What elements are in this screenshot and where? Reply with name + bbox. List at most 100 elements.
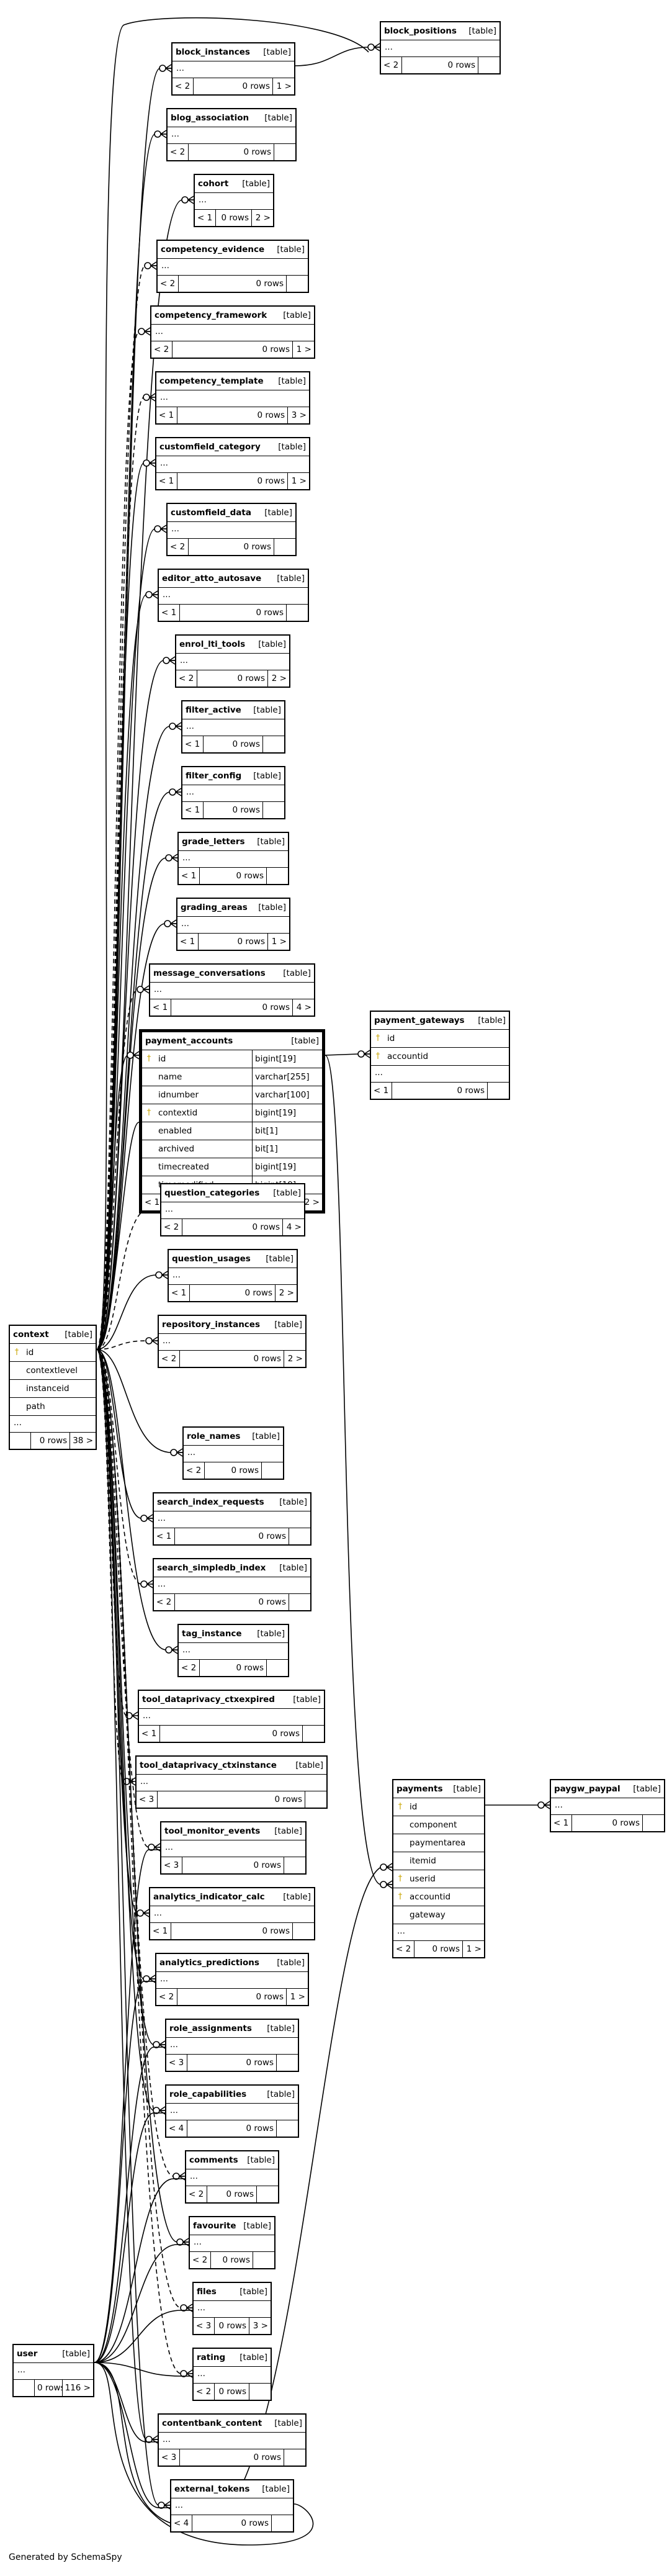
parents-count[interactable]: < 2 <box>176 670 197 687</box>
parents-count[interactable]: < 2 <box>151 341 172 358</box>
table-name[interactable]: user <box>17 2349 38 2359</box>
children-count[interactable]: 4 > <box>296 1002 311 1012</box>
table-name[interactable]: tool_monitor_events <box>164 1826 261 1836</box>
parents-count[interactable]: < 2 <box>159 1351 180 1367</box>
children-count[interactable] <box>274 539 295 555</box>
parents-count[interactable]: < 1 <box>182 802 204 818</box>
parents-count[interactable]: < 3 <box>159 2449 180 2466</box>
table-header[interactable]: analytics_predictions[table] <box>156 1954 308 1972</box>
table-header[interactable]: filter_active[table] <box>182 701 284 719</box>
children-count[interactable] <box>267 1660 288 1676</box>
table-header[interactable]: grade_letters[table] <box>179 833 288 851</box>
table-name[interactable]: competency_evidence <box>161 245 265 254</box>
table-name[interactable]: role_names <box>187 1431 241 1441</box>
table-column[interactable]: paymentarea <box>393 1834 484 1852</box>
table-header[interactable]: question_categories[table] <box>161 1184 304 1202</box>
table-column[interactable]: †id <box>393 1798 484 1816</box>
children-count[interactable]: 2 > <box>304 1197 320 1207</box>
table-header[interactable]: message_conversations[table] <box>150 965 314 983</box>
parents-count[interactable]: < 1 <box>551 1815 572 1831</box>
table-column[interactable]: itemid <box>393 1852 484 1870</box>
table-header[interactable]: competency_template[table] <box>156 372 309 390</box>
table-name[interactable]: question_usages <box>172 1254 251 1264</box>
children-count[interactable] <box>284 1857 305 1873</box>
children-count[interactable] <box>287 276 308 292</box>
table-header[interactable]: role_capabilities[table] <box>166 2086 298 2104</box>
parents-count[interactable] <box>14 2380 35 2396</box>
table-header[interactable]: editor_atto_autosave[table] <box>159 570 308 588</box>
table-name[interactable]: search_index_requests <box>157 1497 264 1507</box>
parents-count[interactable]: < 2 <box>168 539 189 555</box>
table-name[interactable]: contentbank_content <box>162 2418 262 2428</box>
table-name[interactable]: analytics_indicator_calc <box>153 1892 265 1902</box>
table-name[interactable]: search_simpledb_index <box>157 1563 266 1573</box>
table-name[interactable]: repository_instances <box>162 1320 260 1330</box>
parents-count[interactable]: < 1 <box>156 473 177 489</box>
table-header[interactable]: external_tokens[table] <box>171 2480 293 2498</box>
table-header[interactable]: user[table] <box>14 2345 93 2363</box>
parents-count[interactable]: < 1 <box>371 1083 392 1099</box>
table-column[interactable]: instanceid <box>10 1380 96 1398</box>
table-header[interactable]: payment_gateways[table] <box>371 1012 509 1030</box>
children-count[interactable] <box>289 1528 310 1544</box>
parents-count[interactable] <box>10 1433 31 1449</box>
table-name[interactable]: editor_atto_autosave <box>162 574 262 583</box>
children-count[interactable]: 1 > <box>466 1944 482 1954</box>
table-name[interactable]: block_positions <box>384 26 457 36</box>
children-count[interactable]: 1 > <box>271 937 287 947</box>
parents-count[interactable]: < 1 <box>169 1285 190 1301</box>
table-name[interactable]: competency_template <box>159 376 264 386</box>
table-name[interactable]: context <box>13 1330 49 1340</box>
children-count[interactable] <box>643 1815 664 1831</box>
parents-count[interactable]: < 2 <box>381 57 402 73</box>
parents-count[interactable]: < 1 <box>177 934 199 950</box>
table-header[interactable]: tag_instance[table] <box>179 1625 288 1643</box>
table-header[interactable]: tool_dataprivacy_ctxexpired[table] <box>139 1691 324 1709</box>
children-count[interactable] <box>277 2055 298 2071</box>
table-header[interactable]: block_positions[table] <box>381 22 500 40</box>
parents-count[interactable]: < 1 <box>154 1528 175 1544</box>
table-header[interactable]: tool_dataprivacy_ctxinstance[table] <box>137 1757 326 1775</box>
table-header[interactable]: question_usages[table] <box>169 1250 297 1268</box>
table-name[interactable]: analytics_predictions <box>159 1958 259 1968</box>
children-count[interactable] <box>478 57 500 73</box>
parents-count[interactable]: < 2 <box>393 1941 414 1957</box>
children-count[interactable] <box>305 1791 326 1808</box>
children-count[interactable] <box>263 802 284 818</box>
parents-count[interactable]: < 2 <box>184 1462 205 1479</box>
table-name[interactable]: enrol_lti_tools <box>179 639 246 649</box>
table-header[interactable]: blog_association[table] <box>168 109 295 127</box>
children-count[interactable] <box>249 2384 271 2400</box>
children-count[interactable] <box>284 2449 305 2466</box>
table-name[interactable]: cohort <box>198 179 229 189</box>
table-header[interactable]: role_names[table] <box>184 1428 283 1446</box>
table-column[interactable]: †id <box>10 1344 96 1362</box>
parents-count[interactable]: < 2 <box>179 1660 200 1676</box>
table-column[interactable]: component <box>393 1816 484 1834</box>
children-count[interactable]: 1 > <box>276 81 292 91</box>
table-header[interactable]: competency_evidence[table] <box>158 241 308 259</box>
children-count[interactable]: 3 > <box>291 410 307 420</box>
children-count[interactable] <box>293 1923 314 1939</box>
parents-count[interactable]: < 1 <box>156 407 177 423</box>
table-name[interactable]: external_tokens <box>174 2484 250 2494</box>
parents-count[interactable]: < 4 <box>166 2120 187 2137</box>
table-header[interactable]: paygw_paypal[table] <box>551 1780 664 1798</box>
